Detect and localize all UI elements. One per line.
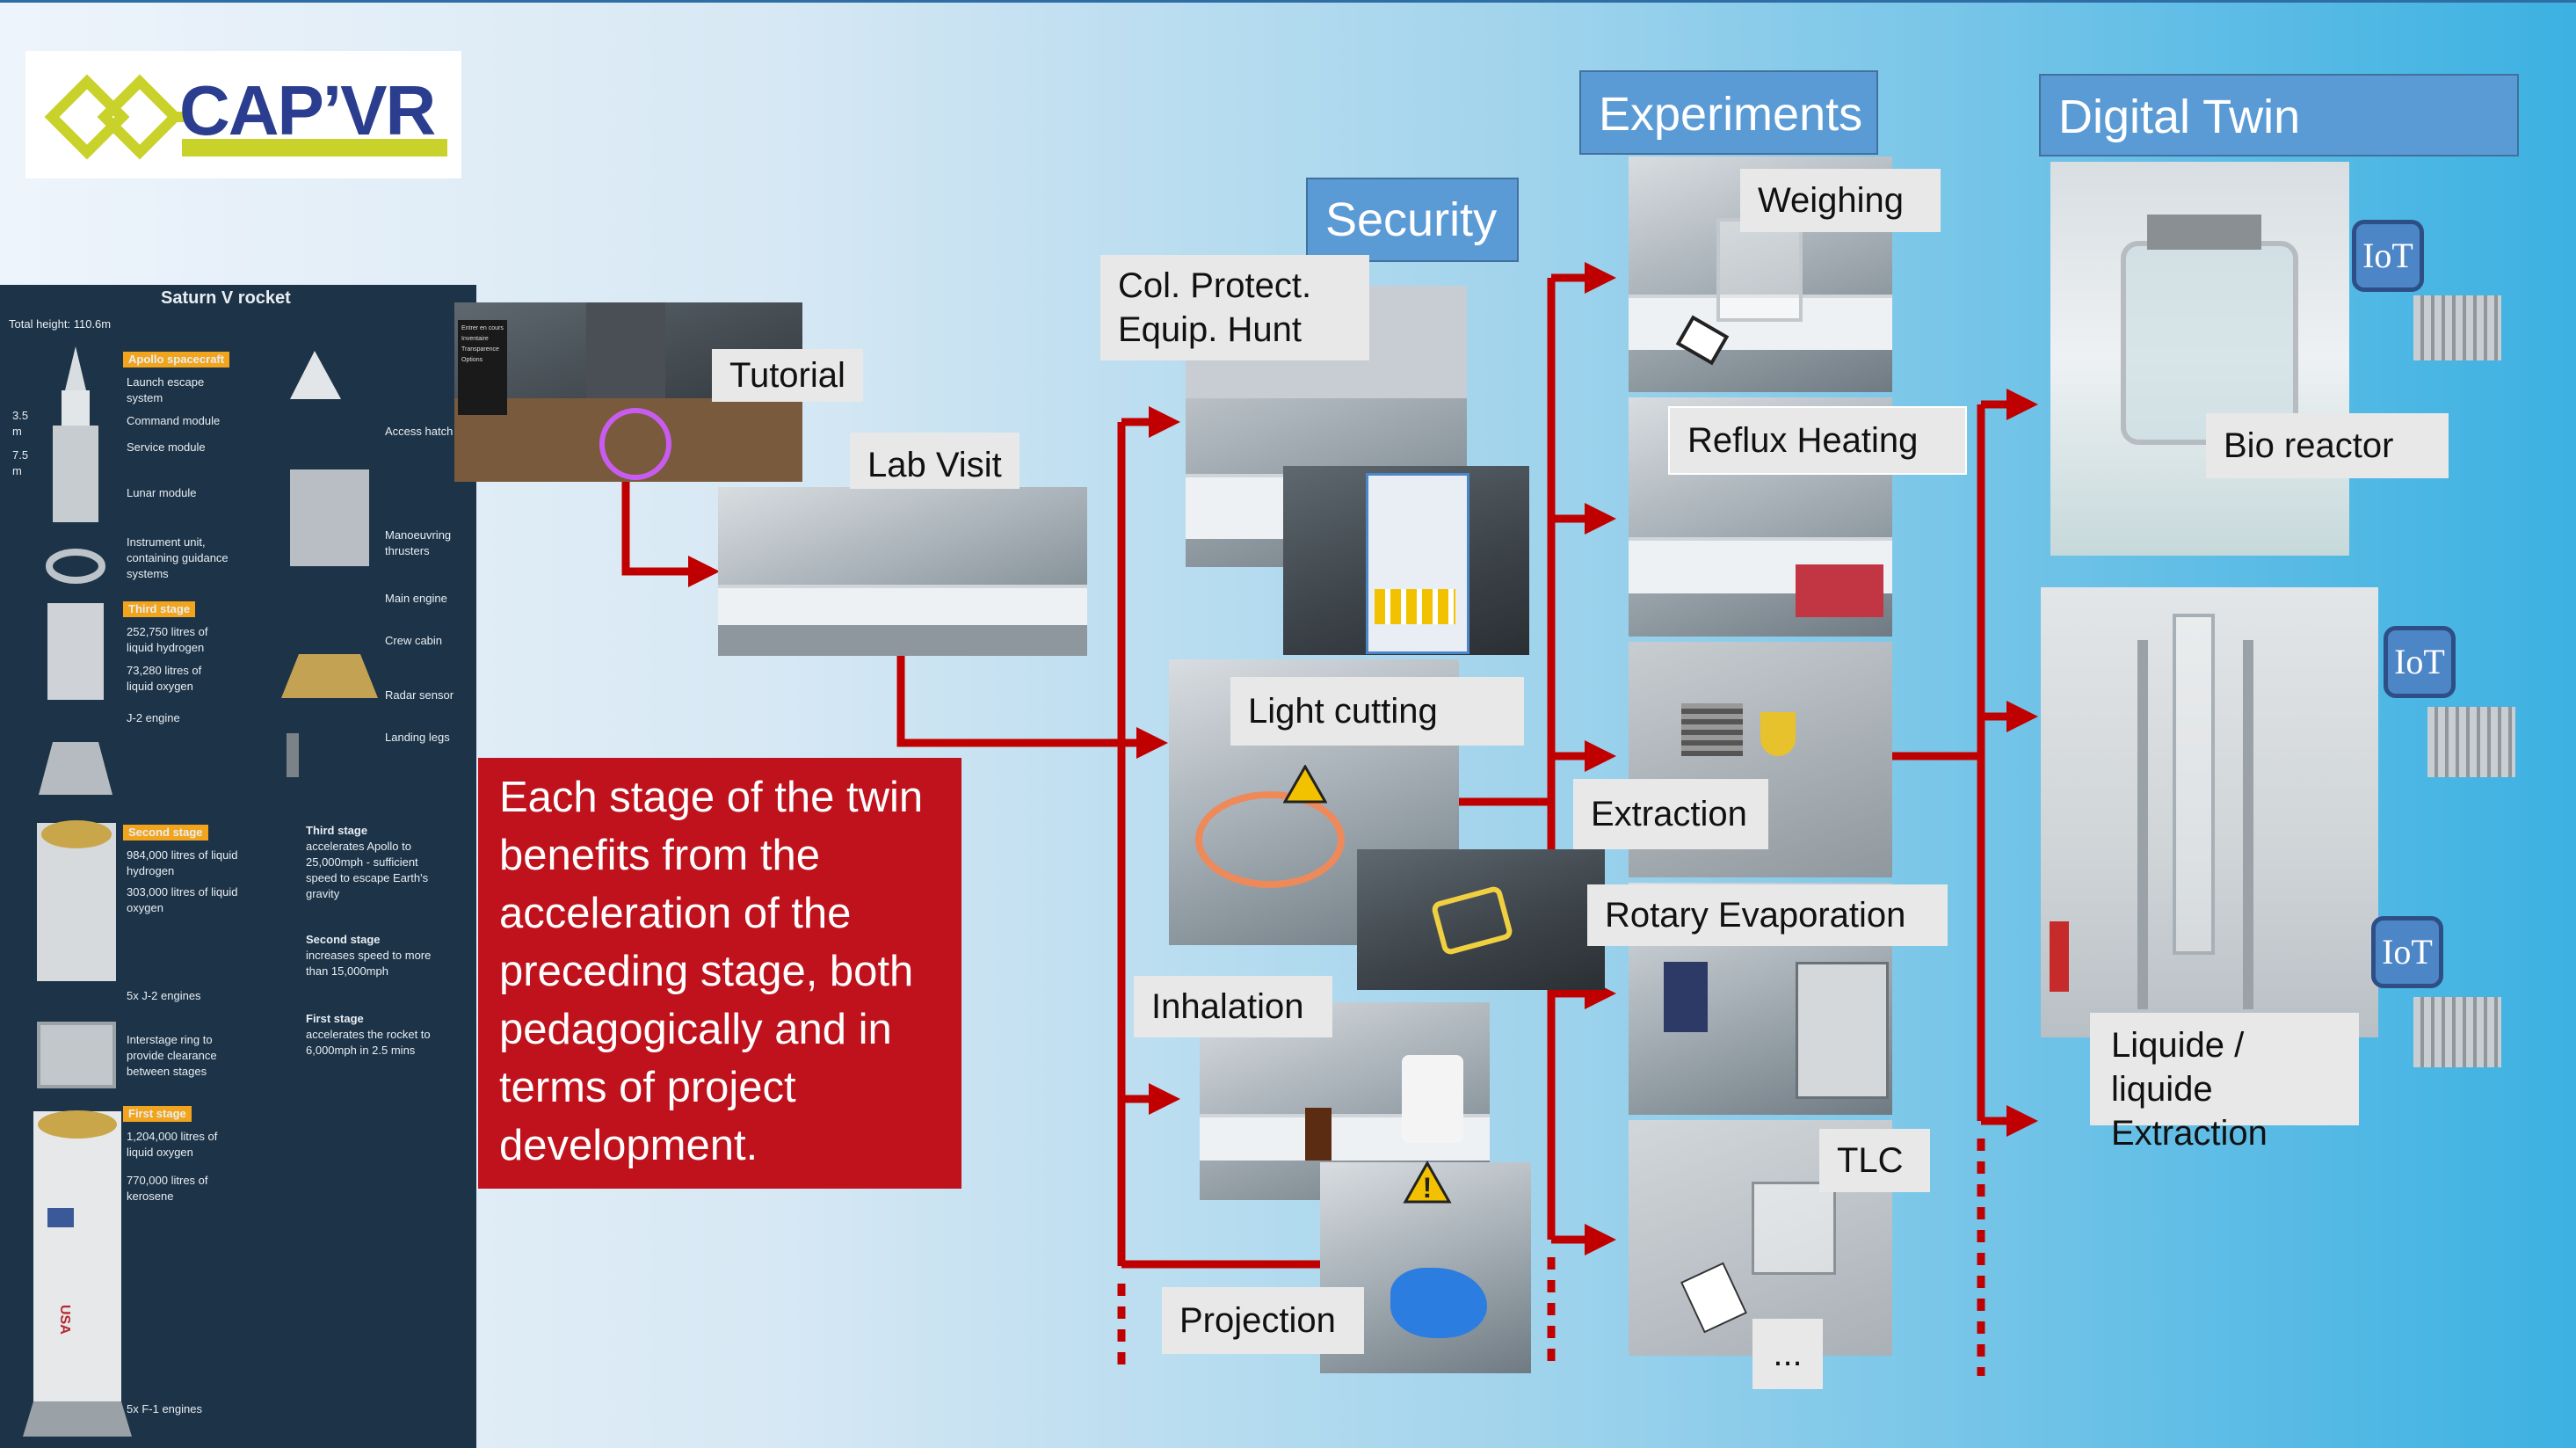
- five-f1-label: 5x F-1 engines: [127, 1402, 202, 1415]
- logo-band: [182, 139, 447, 156]
- third-stage-h-label: 252,750 litres of liquid hydrogen: [127, 625, 208, 654]
- crew-cabin-label: Crew cabin: [385, 634, 443, 647]
- label-light-cutting: Light cutting: [1230, 677, 1524, 746]
- menu-item: Transparence: [461, 346, 499, 353]
- third-stage-o-label: 73,280 litres of liquid oxygen: [127, 664, 202, 693]
- header-experiments: Experiments: [1579, 70, 1878, 155]
- landing-legs-label: Landing legs: [385, 731, 450, 744]
- header-digital-twin: Digital Twin: [2039, 74, 2519, 156]
- info-second-title: Second stage: [306, 933, 381, 946]
- lab-visit-image: [718, 487, 1087, 656]
- info-second-text: increases speed to more than 15,000mph: [306, 949, 432, 978]
- server-icon: [2413, 295, 2501, 360]
- j2-engine-label: J-2 engine: [127, 711, 180, 724]
- laser-warning-icon: [1283, 765, 1327, 804]
- rocket-drawing: [23, 346, 378, 1437]
- iot-icon: IoT: [2361, 607, 2475, 721]
- command-module-label: Command module: [127, 414, 221, 427]
- label-liquid-extraction: Liquide / liquide Extraction: [2090, 1013, 2359, 1153]
- label-rotary: Rotary Evaporation: [1587, 884, 1948, 946]
- label-projection: Projection: [1162, 1287, 1364, 1354]
- label-tutorial: Tutorial: [712, 349, 863, 402]
- header-security: Security: [1306, 178, 1519, 262]
- label-tlc: TLC: [1819, 1129, 1930, 1192]
- info-third-text: accelerates Apollo to 25,000mph - suffic…: [306, 840, 429, 900]
- server-icon: [2413, 997, 2501, 1067]
- five-j2-label: 5x J-2 engines: [127, 989, 201, 1002]
- info-first-title: First stage: [306, 1012, 364, 1025]
- capvr-logo: CAP’VR: [25, 51, 461, 178]
- second-stage-tag: Second stage: [123, 825, 208, 840]
- iot-chip-label: IoT: [2371, 916, 2443, 988]
- menu-item: Options: [461, 357, 483, 363]
- tutorial-menu: Entrer en cours Inventaire Transparence …: [458, 320, 507, 415]
- usa-text: USA: [57, 1305, 72, 1335]
- bio-reactor-image: [2050, 162, 2349, 556]
- server-icon: [2427, 707, 2515, 777]
- info-third-title: Third stage: [306, 824, 368, 837]
- label-inhalation: Inhalation: [1134, 976, 1332, 1037]
- second-stage-h-label: 984,000 litres of liquid hydrogen: [127, 848, 238, 877]
- saturn-dim-2: 7.5 m: [12, 448, 29, 477]
- iot-chip-label: IoT: [2384, 626, 2456, 698]
- first-stage-tag: First stage: [123, 1106, 192, 1122]
- liquid-extraction-image: [2041, 587, 2378, 1037]
- interstage-label: Interstage ring to provide clearance bet…: [127, 1033, 217, 1078]
- svg-text:!: !: [1423, 1172, 1433, 1204]
- saturn-total-height: Total height: 110.6m: [9, 317, 112, 331]
- label-bio-reactor: Bio reactor: [2206, 413, 2449, 478]
- main-engine-label: Main engine: [385, 592, 447, 605]
- label-col-protect-line1: Col. Protect.: [1118, 266, 1312, 305]
- label-weighing: Weighing: [1740, 169, 1941, 232]
- label-col-protect-line2: Equip. Hunt: [1118, 310, 1303, 349]
- access-hatch-label: Access hatch: [385, 425, 454, 438]
- saturn-v-infographic: Saturn V rocket Total height: 110.6m 3.5…: [0, 285, 476, 1448]
- top-border: [0, 0, 2576, 3]
- label-liquid-line2: Extraction: [2111, 1114, 2268, 1153]
- statement-box: Each stage of the twin benefits from the…: [478, 758, 961, 1189]
- label-extraction: Extraction: [1573, 779, 1768, 849]
- logo-chain-icon: [44, 74, 192, 160]
- instrument-unit-label: Instrument unit, containing guidance sys…: [127, 535, 229, 580]
- iot-icon: IoT: [2329, 200, 2443, 315]
- first-stage-k-label: 770,000 litres of kerosene: [127, 1174, 208, 1203]
- second-stage-o-label: 303,000 litres of liquid oxygen: [127, 885, 238, 914]
- launch-escape-label: Launch escape system: [127, 375, 205, 404]
- label-liquid-line1: Liquide / liquide: [2111, 1026, 2245, 1109]
- saturn-dim-1: 3.5 m: [12, 409, 29, 438]
- manoeuvring-label: Manoeuvring thrusters: [385, 528, 452, 557]
- radar-sensor-label: Radar sensor: [385, 688, 454, 702]
- iot-chip-label: IoT: [2352, 220, 2424, 292]
- info-first-text: accelerates the rocket to 6,000mph in 2.…: [306, 1028, 431, 1057]
- iot-icon: IoT: [2348, 897, 2463, 1011]
- menu-item: Inventaire: [461, 336, 489, 342]
- service-module-label: Service module: [127, 440, 206, 454]
- apollo-tag: Apollo spacecraft: [123, 352, 230, 367]
- first-stage-o-label: 1,204,000 litres of liquid oxygen: [127, 1130, 218, 1159]
- label-more: ...: [1752, 1319, 1823, 1389]
- hazard-warning-icon: !: [1403, 1161, 1452, 1204]
- lunar-module-label: Lunar module: [127, 486, 197, 499]
- menu-item: Entrer en cours: [461, 325, 504, 331]
- label-reflux: Reflux Heating: [1668, 406, 1967, 475]
- saturn-title: Saturn V rocket: [161, 288, 291, 308]
- logo-text: CAP’VR: [179, 71, 436, 149]
- hands-image: [1357, 849, 1605, 990]
- label-col-protect: Col. Protect. Equip. Hunt: [1100, 255, 1369, 360]
- label-lab-visit: Lab Visit: [850, 433, 1020, 489]
- third-stage-tag: Third stage: [123, 601, 196, 617]
- ppe-quiz-image: [1283, 466, 1529, 655]
